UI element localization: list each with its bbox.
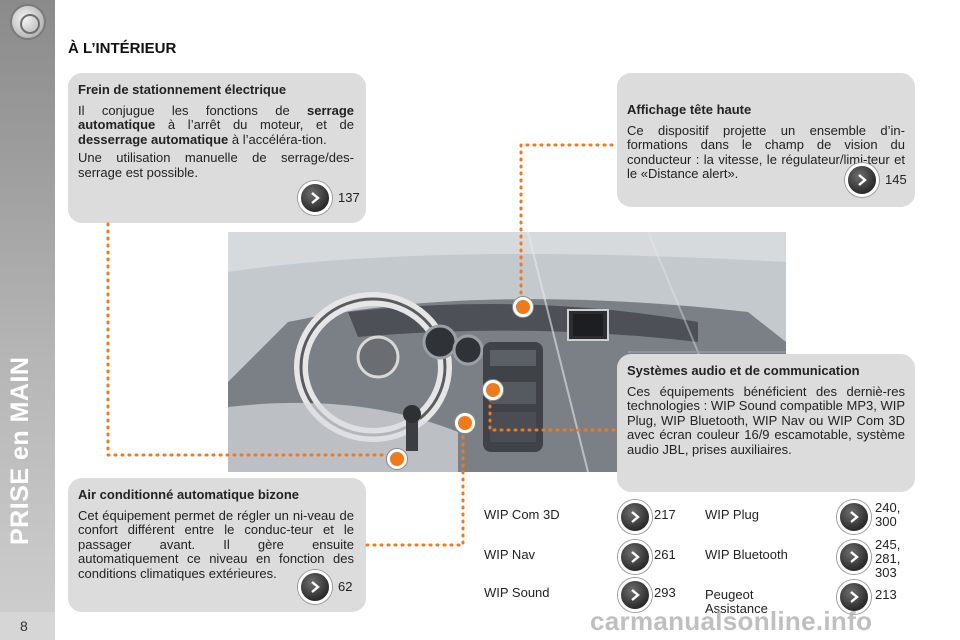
chevron-right-icon[interactable] xyxy=(298,570,332,604)
climate-ref[interactable]: 62 xyxy=(298,570,352,604)
wip-ref-item[interactable]: Peugeot Assistance 213 xyxy=(705,580,915,616)
hud-page: 145 xyxy=(885,171,907,187)
chevron-right-icon[interactable] xyxy=(618,578,652,612)
hud-box: Affichage tête haute Ce dispositif proje… xyxy=(617,73,915,207)
climate-title: Air conditionné automatique bizone xyxy=(78,487,299,502)
wip-ref-item[interactable]: WIP Plug 240, 300 xyxy=(705,500,915,536)
page-number: 8 xyxy=(0,612,55,640)
hud-title: Affichage tête haute xyxy=(627,102,752,117)
orange-dot-icon[interactable] xyxy=(513,297,533,317)
parking-brake-page: 137 xyxy=(338,189,360,205)
chevron-right-icon[interactable] xyxy=(837,500,871,534)
orange-dot-icon[interactable] xyxy=(455,413,475,433)
ring-logo-icon xyxy=(10,4,46,40)
orange-dot-icon[interactable] xyxy=(483,380,503,400)
sidebar: PRISE en MAIN 8 xyxy=(0,0,55,640)
chevron-right-icon[interactable] xyxy=(298,181,332,215)
chevron-right-icon[interactable] xyxy=(837,580,871,614)
section-title: PRISE en MAIN xyxy=(6,356,34,545)
wip-ref-item[interactable]: WIP Nav 261 xyxy=(484,540,684,576)
parking-brake-title: Frein de stationnement électrique xyxy=(78,82,287,97)
hud-ref[interactable]: 145 xyxy=(845,163,907,197)
orange-dot-icon[interactable] xyxy=(387,449,407,469)
parking-brake-text-2: Une utilisation manuelle de serrage/des-… xyxy=(78,150,354,180)
wip-ref-item[interactable]: WIP Bluetooth 245, 281, 303 xyxy=(705,537,901,580)
page-heading: À L’INTÉRIEUR xyxy=(68,40,177,57)
wip-ref-item[interactable]: WIP Com 3D 217 xyxy=(484,500,684,536)
audio-text: Ces équipements bénéficient des derniè-r… xyxy=(627,383,905,457)
watermark: carmanualsonline.info xyxy=(590,606,873,636)
chevron-right-icon[interactable] xyxy=(618,500,652,534)
parking-brake-box: Frein de stationnement électrique Il con… xyxy=(68,73,366,223)
parking-brake-text: Il conjugue les fonctions de serrage aut… xyxy=(78,102,354,147)
chevron-right-icon[interactable] xyxy=(618,540,652,574)
audio-box: Systèmes audio et de communication Ces é… xyxy=(617,354,915,492)
hud-text: Ce dispositif projette un ensemble d’in-… xyxy=(627,122,905,181)
climate-box: Air conditionné automatique bizone Cet é… xyxy=(68,478,366,612)
audio-title: Systèmes audio et de communication xyxy=(627,363,860,378)
chevron-right-icon[interactable] xyxy=(845,163,879,197)
climate-text: Cet équipement permet de régler un ni-ve… xyxy=(78,507,354,581)
parking-brake-ref[interactable]: 137 xyxy=(298,181,360,215)
climate-page: 62 xyxy=(338,578,353,594)
chevron-right-icon[interactable] xyxy=(837,540,871,574)
wip-ref-item[interactable]: WIP Sound 293 xyxy=(484,578,684,614)
